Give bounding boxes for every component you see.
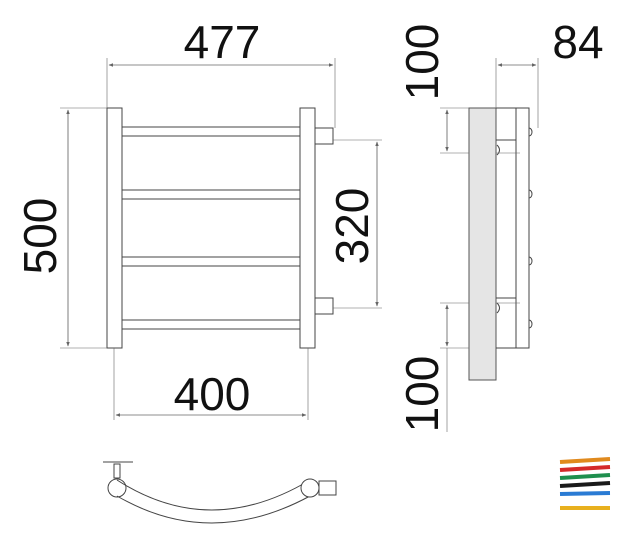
left-post xyxy=(106,107,123,349)
side-post xyxy=(515,107,530,349)
dim-overall-height: 500 xyxy=(14,198,66,275)
dim-bottom-offset: 100 xyxy=(396,356,448,433)
left-end-circle xyxy=(107,478,127,498)
rail-3 xyxy=(121,256,301,267)
top-connection xyxy=(314,127,334,145)
side-view: 84 100 100 xyxy=(396,16,604,432)
rail-1 xyxy=(121,126,301,137)
logo-stripe xyxy=(559,457,611,464)
logo-stripe xyxy=(559,491,611,496)
dim-top-offset: 100 xyxy=(396,24,448,101)
wall xyxy=(468,107,497,381)
dim-depth: 84 xyxy=(552,16,603,68)
top-bracket xyxy=(496,139,516,156)
right-post xyxy=(299,107,316,349)
logo-stripe xyxy=(559,473,611,480)
bottom-connection xyxy=(314,297,334,315)
top-view xyxy=(103,461,337,524)
dim-rail-width: 400 xyxy=(174,368,251,420)
rail-4 xyxy=(121,319,301,330)
right-end-circle xyxy=(300,478,320,498)
curved-rail xyxy=(116,479,311,511)
dim-connection-distance: 320 xyxy=(326,188,378,265)
brand-logo xyxy=(559,457,611,510)
rail-2 xyxy=(121,189,301,200)
bottom-bracket xyxy=(496,297,516,314)
logo-stripe xyxy=(559,465,611,472)
logo-stripe xyxy=(559,481,611,488)
front-view: 477 500 320 400 xyxy=(14,16,382,420)
dim-overall-width: 477 xyxy=(184,16,261,68)
